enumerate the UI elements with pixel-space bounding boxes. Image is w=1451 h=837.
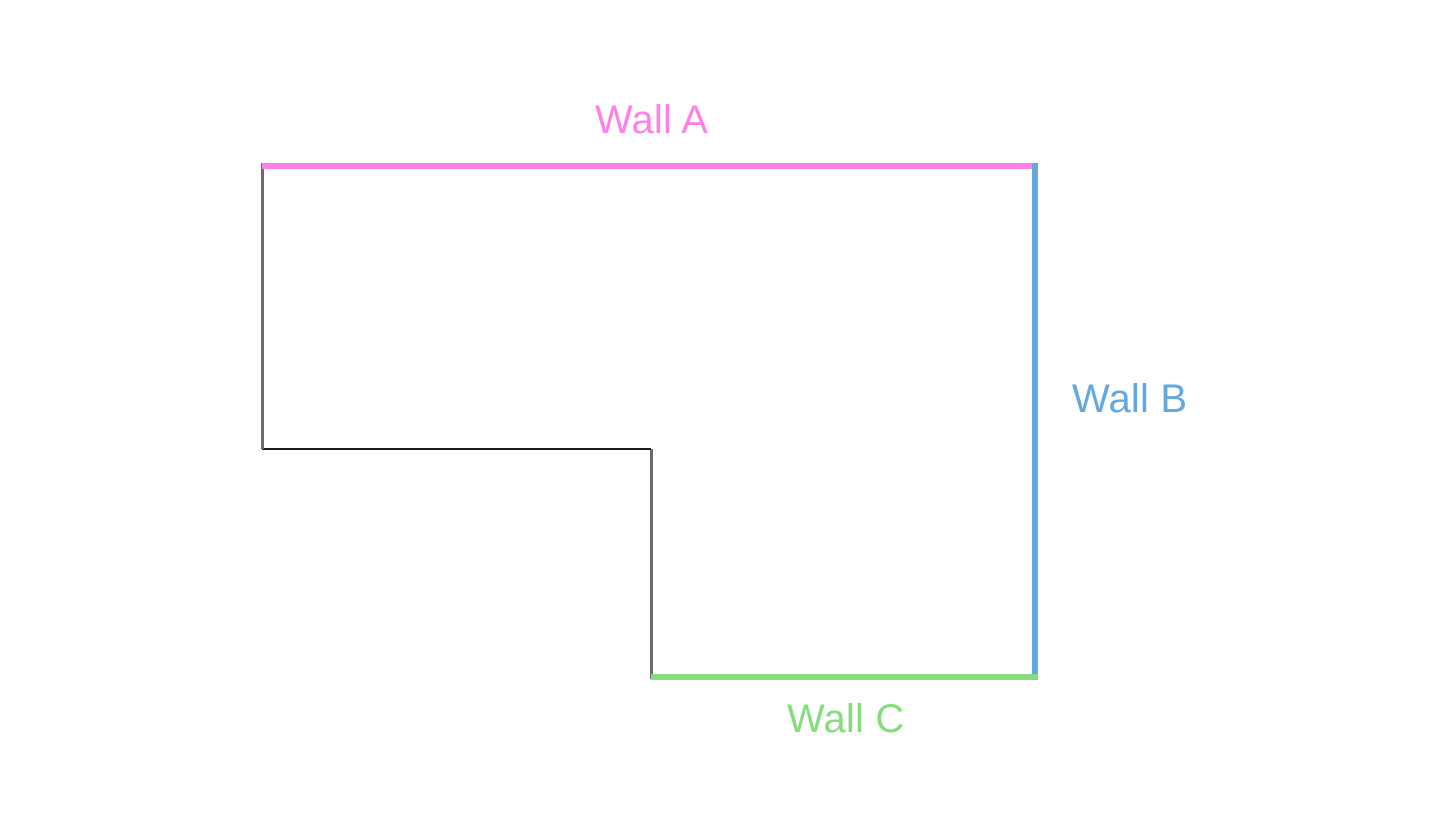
wall-c-label: Wall C [787,697,905,741]
wall-b-label: Wall B [1072,377,1188,421]
wall-a-label: Wall A [595,98,709,142]
